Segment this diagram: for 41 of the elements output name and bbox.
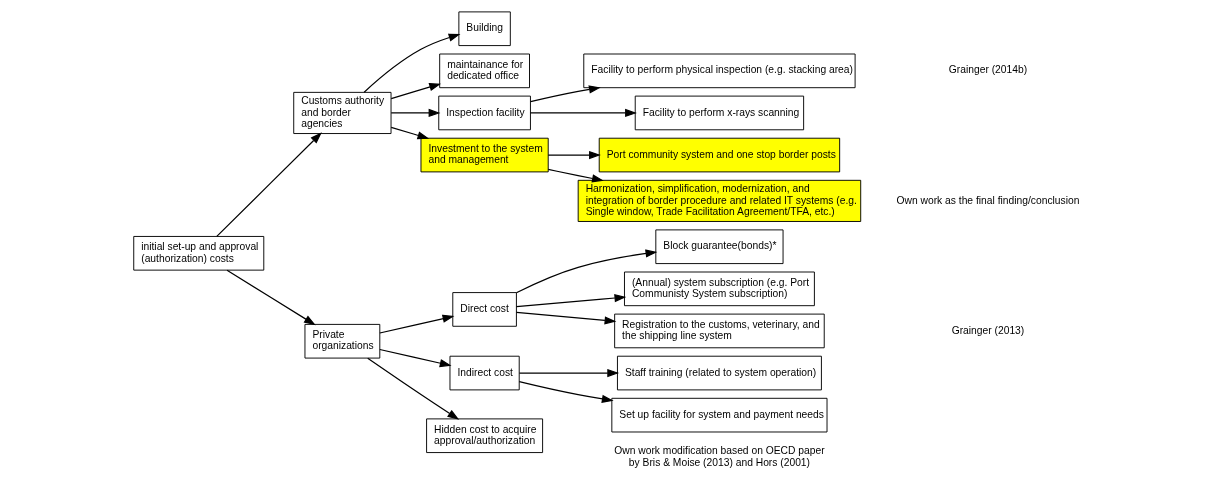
node-box: Investment to the system and management (420, 137, 549, 173)
node-box: Registration to the customs, veterinary, and the shipping line system (613, 313, 825, 349)
node-box: Set up facility for system and payment needs (610, 397, 827, 433)
arrow (515, 311, 616, 325)
arrow (225, 269, 316, 326)
arrow (515, 249, 657, 294)
arrow (547, 168, 604, 183)
node-box: Block guarantee(bonds)* (654, 229, 784, 265)
arrow (390, 108, 440, 118)
arrow (366, 357, 459, 420)
node-box: Port community system and one stop border posts (598, 137, 840, 173)
node-box: Hidden cost to acquire approval/authorization (425, 418, 543, 454)
arrow (518, 380, 614, 403)
node-box: Private organizations (304, 323, 380, 359)
label: Own work modification based on OECD paper by Bris & Moise (2013) and Hors (2001) (613, 445, 825, 468)
node-box: Customs authority and border agencies (292, 91, 391, 134)
node-box: Inspection facility (437, 95, 531, 131)
node-box: (Annual) system subscription (e.g. Port Communisty System subscription) (623, 271, 815, 307)
arrow (390, 83, 441, 100)
arrow (378, 314, 454, 334)
arrow (529, 85, 601, 103)
node-box: Facility to perform x-rays scanning (634, 95, 804, 131)
arrow (518, 368, 619, 378)
node-box: Building (457, 11, 511, 47)
arrow (515, 293, 626, 308)
arrow (378, 348, 452, 368)
arrow (529, 108, 637, 118)
arrow (363, 33, 460, 93)
node-box: Harmonization, simplification, modernization, and integration of border procedure and related IT systems (e.g. Single window, Trade Facilitation Agreement/TFA, etc.) (577, 179, 861, 222)
node-box: maintainance for dedicated office (438, 53, 530, 89)
node-box: Facility to perform physical inspection (e.g. stacking area) (582, 53, 856, 89)
label: Grainger (2013) (951, 324, 1024, 336)
node-box: Direct cost (451, 292, 517, 327)
arrow (390, 126, 429, 140)
node-box: initial set-up and approval (authorization) costs (132, 236, 264, 271)
label: Grainger (2014b) (948, 64, 1027, 76)
arrow (215, 132, 322, 237)
label: Own work as the final finding/conclusion (896, 194, 1079, 206)
node-box: Indirect cost (449, 355, 520, 391)
arrow (547, 150, 601, 160)
node-box: Staff training (related to system operation) (616, 355, 822, 391)
